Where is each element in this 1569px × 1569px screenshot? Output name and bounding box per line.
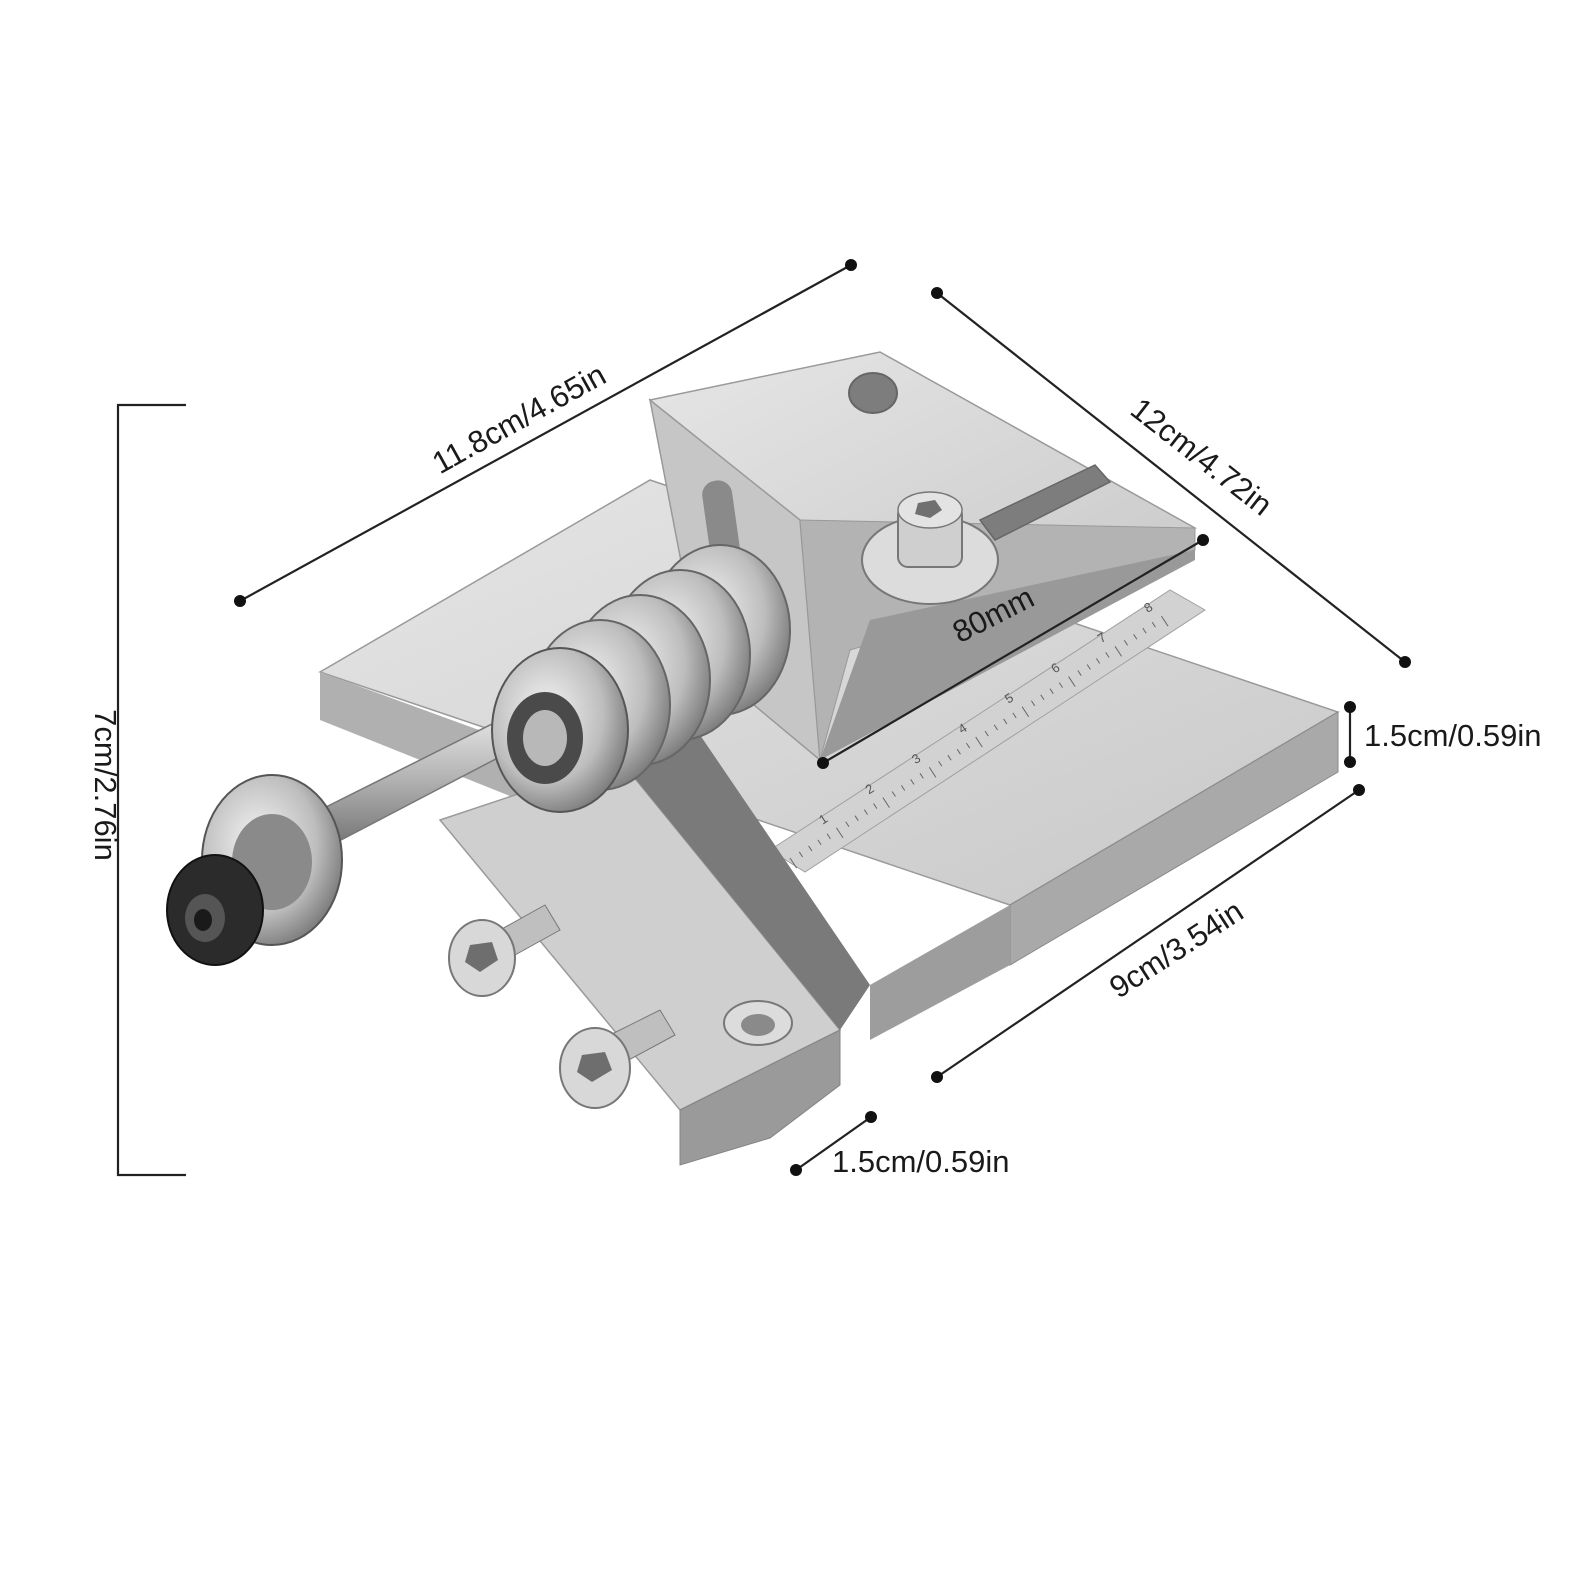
adjust-slot [978, 464, 1112, 541]
ruler-tick [863, 809, 869, 815]
top-length-label: 11.8cm/4.65in [426, 357, 611, 481]
ruler-tick [975, 736, 983, 748]
ruler-tick [808, 845, 813, 852]
ruler-tick [938, 760, 943, 767]
ruler-tick [873, 803, 878, 809]
height-label: 7cm/2.76in [88, 709, 123, 861]
ruler-tick [798, 851, 804, 858]
ruler-tick [1142, 627, 1147, 634]
bearing-stack [491, 544, 791, 813]
ruler-tick [910, 779, 915, 785]
ruler-tick [1049, 688, 1054, 694]
ruler-tick [928, 767, 937, 778]
ruler-tick [891, 791, 896, 797]
ruler-tick [836, 827, 844, 839]
ruler-tick [1133, 633, 1138, 640]
ruler-tick [1105, 652, 1110, 658]
ruler-tick [956, 748, 961, 755]
ruler-tick [901, 785, 906, 791]
rail-thickness-label: 1.5cm/0.59in [832, 1144, 1010, 1179]
ruler-tick [1012, 712, 1017, 719]
ruler-tick [1003, 718, 1008, 725]
ruler-tick [1151, 621, 1156, 628]
ruler-tick [817, 839, 822, 846]
ruler-tick [993, 724, 999, 731]
ruler-tick [1040, 694, 1045, 701]
ruler-tick [1031, 700, 1036, 707]
ruler-tick [882, 797, 890, 808]
bracket-hole-icon [848, 372, 898, 414]
ruler-tick [1086, 664, 1091, 670]
plate-thickness-label: 1.5cm/0.59in [1364, 718, 1542, 753]
shaft-assembly [166, 544, 791, 966]
ruler-tick [854, 815, 859, 821]
ruler-tick [1077, 670, 1082, 676]
ruler-tick [1161, 615, 1169, 627]
ruler-tick [919, 773, 924, 779]
ruler-tick [1123, 640, 1129, 646]
front-rail [438, 735, 870, 1166]
ruler-tick [845, 821, 850, 828]
ruler-tick [984, 730, 989, 737]
ruler-tick [789, 857, 798, 869]
hex-socket-icon [465, 942, 498, 972]
ruler-tick [826, 833, 831, 840]
ruler-tick [1096, 658, 1101, 664]
hex-socket-icon [915, 500, 942, 518]
screw-front-lower [559, 1009, 676, 1109]
ruler-tick [966, 742, 971, 749]
ruler-tick [1068, 676, 1076, 687]
screw-front-upper [448, 904, 561, 997]
ruler-tick [1058, 682, 1064, 688]
ruler-ticks [789, 615, 1169, 869]
knurled-nut [166, 854, 264, 966]
ruler-tick [947, 754, 952, 761]
dimension-lines [116, 259, 1411, 1177]
ruler-tick [1021, 706, 1030, 718]
ruler-tick [1114, 646, 1123, 657]
hex-socket-icon [577, 1052, 612, 1082]
